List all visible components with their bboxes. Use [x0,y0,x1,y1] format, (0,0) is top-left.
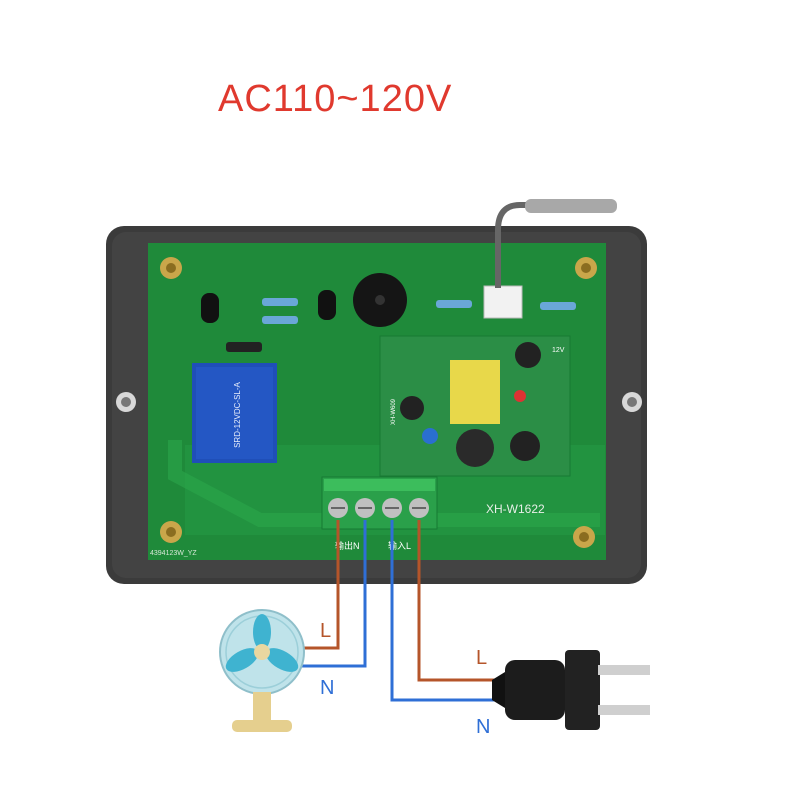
relay-icon: SRD-12VDC-SL-A [192,363,277,463]
fan-neutral-label: N [320,677,334,699]
screw [573,526,595,548]
fan-icon [219,609,305,732]
relay-label: SRD-12VDC-SL-A [233,381,242,447]
fan-live-label: L [320,620,331,642]
transformer-icon [450,360,500,424]
screw [160,521,182,543]
screw [575,257,597,279]
transistor-icon [201,293,219,323]
fan-live-wire [302,520,340,650]
psu-voltage-label: 12V [552,347,565,354]
diode-icon [226,342,262,352]
pcb-code-label: 4394123W_YZ [150,550,197,557]
temperature-probe-icon [483,199,617,319]
terminal-output-label: 输出N [335,540,360,551]
pcb-board: SRD-12VDC-SL-A 12V XH-W609 XH-W1622 4394… [148,199,617,560]
fan-neutral-wire [302,520,367,668]
plug-neutral-wire [390,520,512,702]
screw [160,257,182,279]
psu-code: XH-W609 [391,398,397,425]
voltage-title: AC110~120V [218,78,453,120]
resistor-icon [436,300,472,308]
plug-live-wire [417,520,512,682]
buzzer-icon [353,273,407,327]
wires [302,520,512,702]
plug-live-label: L [476,647,487,669]
board-model-label: XH-W1622 [486,502,545,516]
terminal-input-label: 输入L [388,540,411,551]
transistor-icon [318,290,336,320]
resistor-icon [262,298,298,306]
power-supply-module: 12V XH-W609 [379,335,571,477]
plug-neutral-label: N [476,716,490,738]
resistor-icon [262,316,298,324]
plug-icon [492,650,650,730]
resistor-icon [540,302,576,310]
